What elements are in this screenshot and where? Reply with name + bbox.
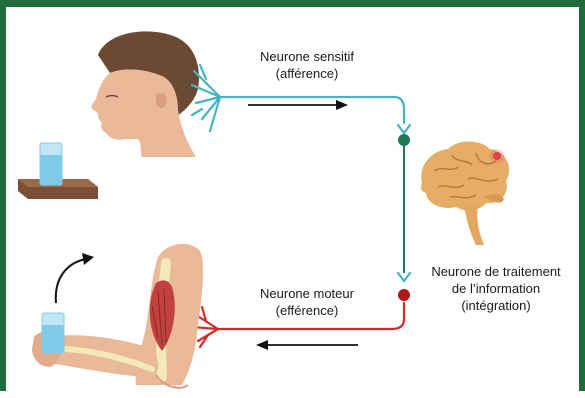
- efferent-arrow: [256, 340, 358, 350]
- face-icon: [91, 31, 199, 165]
- motor-synapse-dot: [398, 289, 410, 301]
- afferent-arrow: [248, 100, 348, 110]
- sensory-label-line2: (afférence): [242, 65, 372, 82]
- brain-icon: [421, 142, 509, 246]
- sensory-label-line1: Neurone sensitif: [242, 48, 372, 65]
- sensory-synapse-dot: [398, 134, 410, 146]
- motor-label-line1: Neurone moteur: [242, 285, 372, 302]
- integration-neuron-label: Neurone de traitement de l’information (…: [416, 263, 576, 314]
- integration-label-line3: (intégration): [416, 297, 576, 314]
- integration-label-line2: de l’information: [416, 280, 576, 297]
- motor-neuron-label: Neurone moteur (efférence): [242, 285, 372, 319]
- integration-label-line1: Neurone de traitement: [416, 263, 576, 280]
- sensory-neuron-label: Neurone sensitif (afférence): [242, 48, 372, 82]
- glass-on-table-icon: [18, 143, 98, 199]
- motor-label-line2: (efférence): [242, 302, 372, 319]
- arm-muscle-icon: [32, 244, 203, 388]
